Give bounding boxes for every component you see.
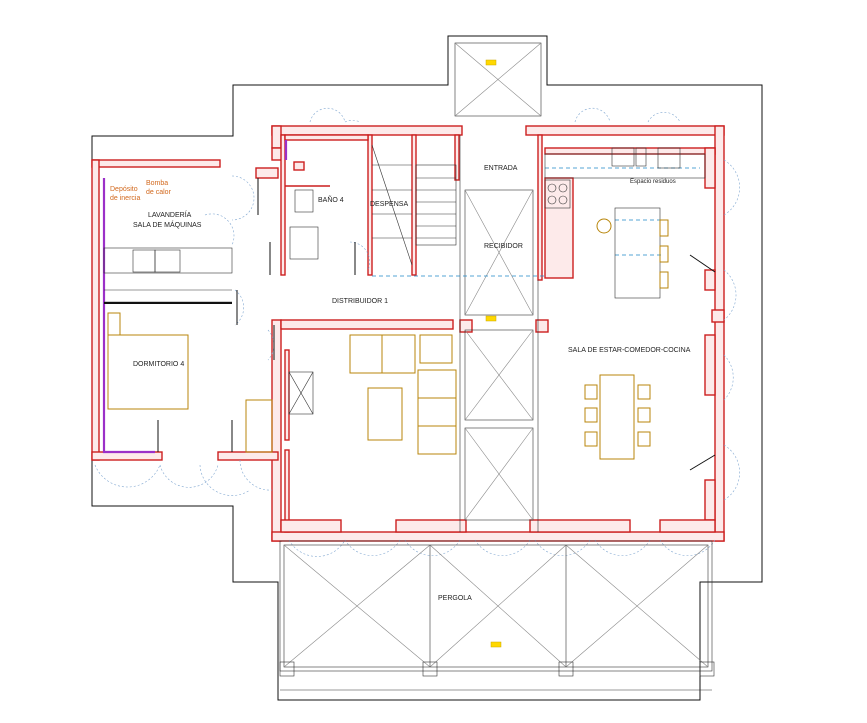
label-pergola: PERGOLA xyxy=(438,595,472,602)
label-deposito-2: de inercia xyxy=(110,195,140,202)
skylight-top xyxy=(454,42,542,117)
label-espacio-residuos: Espacio residuos xyxy=(630,179,676,185)
label-despensa: DESPENSA xyxy=(370,201,408,208)
label-sala-maquinas: SALA DE MÁQUINAS xyxy=(133,220,202,229)
bedroom-furniture xyxy=(107,312,273,453)
interior-walls xyxy=(280,134,716,533)
label-bomba: Bomba xyxy=(146,180,168,187)
pergola xyxy=(279,540,715,691)
dining-set xyxy=(584,374,651,460)
label-distribuidor: DISTRIBUIDOR 1 xyxy=(332,298,388,305)
stairs xyxy=(371,144,457,266)
kitchen xyxy=(544,147,706,299)
label-dormitorio: DORMITORIO 4 xyxy=(133,361,184,368)
label-lavanderia: LAVANDERÍA xyxy=(148,210,192,219)
label-bomba-2: de calor xyxy=(146,189,172,196)
door-leaves xyxy=(157,178,716,471)
central-voids xyxy=(459,135,539,532)
exterior-walls xyxy=(271,125,725,542)
left-wing xyxy=(91,140,288,461)
bathroom-fixtures xyxy=(285,185,330,260)
label-sala: SALA DE ESTAR-COMEDOR-COCINA xyxy=(568,347,691,354)
tag-skylight xyxy=(485,59,497,66)
label-entrada: ENTRADA xyxy=(484,165,518,172)
tag-pergola xyxy=(490,641,502,648)
label-bano: BAÑO 4 xyxy=(318,195,344,204)
label-deposito: Depósito xyxy=(110,186,138,193)
living-furniture xyxy=(288,334,457,455)
tag-recibidor xyxy=(485,315,497,322)
label-recibidor: RECIBIDOR xyxy=(484,243,523,250)
door-swings xyxy=(94,107,740,557)
